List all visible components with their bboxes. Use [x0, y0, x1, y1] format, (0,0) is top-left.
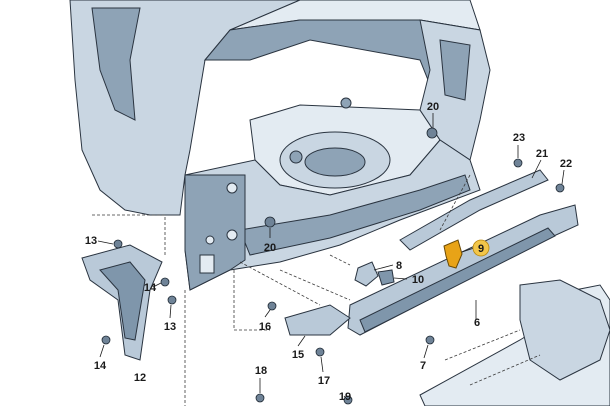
- label-16: 16: [259, 321, 271, 333]
- car-body-shell: [69, 0, 491, 291]
- left-bracket-part-12: [81, 244, 163, 361]
- guide-rail-part-21: [399, 169, 549, 251]
- label-10: 10: [412, 274, 424, 286]
- label-17: 17: [318, 375, 330, 387]
- rear-bumper-carrier: [347, 204, 579, 336]
- label-23: 23: [513, 132, 525, 144]
- highlighted-part-9: [443, 239, 463, 269]
- label-9: 9: [478, 243, 484, 255]
- label-15: 15: [292, 349, 304, 361]
- label-20-top: 20: [427, 101, 439, 113]
- bracket-part-8: [354, 261, 379, 287]
- label-13-top: 13: [85, 235, 97, 247]
- part-labels: 20 20 23 21 22 9 8 10 6 7 13 14 13 14 12…: [85, 101, 572, 403]
- label-14-bottom: 14: [94, 360, 107, 372]
- alignment-dashed-lines: [92, 174, 541, 406]
- bracket-part-10: [377, 269, 395, 286]
- bumper-cover: [419, 279, 610, 406]
- label-8: 8: [396, 260, 402, 272]
- label-12: 12: [134, 372, 146, 384]
- label-22: 22: [560, 158, 572, 170]
- label-13-middle: 13: [164, 321, 176, 333]
- label-7: 7: [420, 360, 426, 372]
- label-19: 19: [339, 391, 351, 403]
- bracket-part-15: [284, 304, 351, 336]
- label-6: 6: [474, 317, 480, 329]
- highlight-badge-9: 9: [472, 239, 490, 257]
- leader-lines: [97, 113, 565, 399]
- label-20-lower: 20: [264, 242, 276, 254]
- label-14-middle: 14: [144, 282, 157, 294]
- label-21: 21: [536, 148, 548, 160]
- label-18: 18: [255, 365, 267, 377]
